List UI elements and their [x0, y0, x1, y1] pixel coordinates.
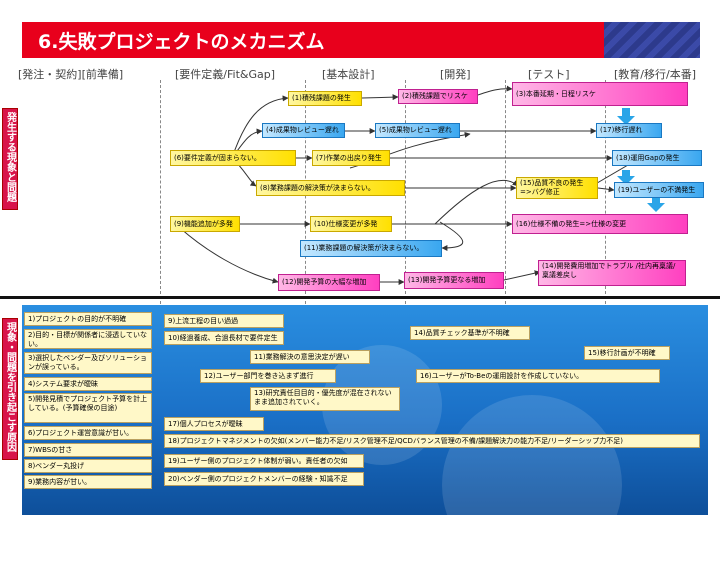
phase-divider [160, 80, 161, 510]
background-bubble [442, 395, 622, 575]
phenomenon-box: (14)開発費用増加でトラブル /社内再稟議/稟議差戻し [538, 260, 686, 286]
phase-label: [テスト] [528, 68, 570, 81]
phase-divider [505, 80, 506, 510]
phenomenon-box: (3)本番延期・日程リスケ [512, 82, 688, 106]
cause-box: 2)目的・目標が関係者に浸透していない。 [24, 329, 152, 349]
phenomenon-box: (13)開発予算更なる増加 [404, 272, 504, 289]
cause-box: 16)ユーザーがTo-Beの運用設計を作成していない。 [416, 369, 660, 383]
phenomenon-box: (19)ユーザーの不満発生 [614, 182, 704, 198]
flow-arrow [652, 198, 660, 203]
flow-arrow [622, 170, 630, 177]
cause-box: 14)品質チェック基準が不明確 [410, 326, 530, 340]
cause-box: 6)プロジェクト運営意識が甘い。 [24, 426, 152, 440]
cause-box: 7)WBSの甘さ [24, 443, 152, 457]
phenomenon-box: (8)業務課題の解決策が決まらない。 [256, 180, 405, 196]
title-banner: 6.失敗プロジェクトのメカニズム [22, 22, 700, 58]
section-divider [0, 296, 720, 299]
cause-box: 12)ユーザー部門を巻き込まず進行 [200, 369, 336, 383]
cause-box: 5)開発見積でプロジェクト予算を計上している。(予算確保の目途) [24, 393, 152, 423]
phase-divider [305, 80, 306, 510]
cause-box: 4)システム要求が曖昧 [24, 377, 152, 391]
page-title: 6.失敗プロジェクトのメカニズム [38, 31, 325, 53]
cause-box: 18)プロジェクトマネジメントの欠如(メンバー能力不足/リスク管理不足/QCDバ… [164, 434, 700, 448]
phenomenon-box: (11)業務課題の解決策が決まらない。 [300, 240, 442, 257]
cause-box: 3)選択したベンダー及びソリューションが誤っている。 [24, 352, 152, 374]
flow-arrow [622, 108, 630, 116]
side-label-phenomena: 発生する現象と問題 [2, 108, 18, 210]
phenomenon-box: (12)開発予算の大幅な増加 [278, 274, 380, 291]
phenomenon-box: (5)成果物レビュー遅れ [375, 123, 460, 138]
cause-box: 15)移行計画が不明確 [584, 346, 670, 360]
phenomenon-box: (1)積残課題の発生 [288, 91, 362, 106]
phenomenon-box: (2)積残課題でリスケ [398, 89, 478, 104]
phase-label: [教育/移行/本番] [614, 68, 696, 81]
phenomenon-box: (7)作業の出戻り発生 [312, 150, 390, 166]
cause-box: 11)業務解決の意思決定が遅い [250, 350, 370, 364]
phase-label: [発注・契約][前準備] [18, 68, 124, 81]
phenomenon-box: (9)機能追加が多発 [170, 216, 240, 232]
phenomenon-box: (4)成果物レビュー遅れ [262, 123, 345, 138]
connector-arrows [179, 85, 641, 285]
banner-pattern [604, 22, 700, 58]
phase-divider [405, 80, 406, 510]
cause-box: 13)研究責任目目的・優先度が混在されないまま追加されていく。 [250, 387, 400, 411]
phenomenon-box: (16)仕様不備の発生=>仕様の変更 [512, 214, 688, 234]
phenomenon-box: (18)運用Gapの発生 [612, 150, 702, 166]
phenomenon-box: (17)移行遅れ [596, 123, 662, 138]
cause-box: 8)ベンダー丸投げ [24, 459, 152, 473]
phenomenon-box: (6)要件定義が固まらない。 [170, 150, 296, 166]
cause-box: 19)ユーザー側のプロジェクト体制が弱い。責任者の欠如 [164, 454, 364, 468]
cause-box: 10)経過養成、合過長材で要件定生 [164, 331, 284, 345]
cause-box: 9)上流工程の目い過過 [164, 314, 284, 328]
cause-box: 1)プロジェクトの目的が不明確 [24, 312, 152, 326]
phase-divider [605, 80, 606, 510]
flow-arrow [647, 203, 665, 212]
flow-arrow [617, 116, 635, 125]
side-label-causes: 現象・問題を引き起こす原因 [2, 318, 18, 460]
phase-label: [要件定義/Fit&Gap] [175, 68, 276, 81]
phase-label: [開発] [440, 68, 471, 81]
cause-box: 9)業務内容が甘い。 [24, 475, 152, 489]
phenomenon-box: (10)仕様変更が多発 [310, 216, 392, 232]
phenomenon-box: (15)品質不良の発生=>バグ修正 [516, 177, 598, 199]
cause-box: 17)個人プロセスが曖昧 [164, 417, 264, 431]
phase-label: [基本設計] [322, 68, 375, 81]
flow-arrow [617, 176, 635, 185]
cause-box: 20)ベンダー側のプロジェクトメンバーの経験・知識不足 [164, 472, 364, 486]
